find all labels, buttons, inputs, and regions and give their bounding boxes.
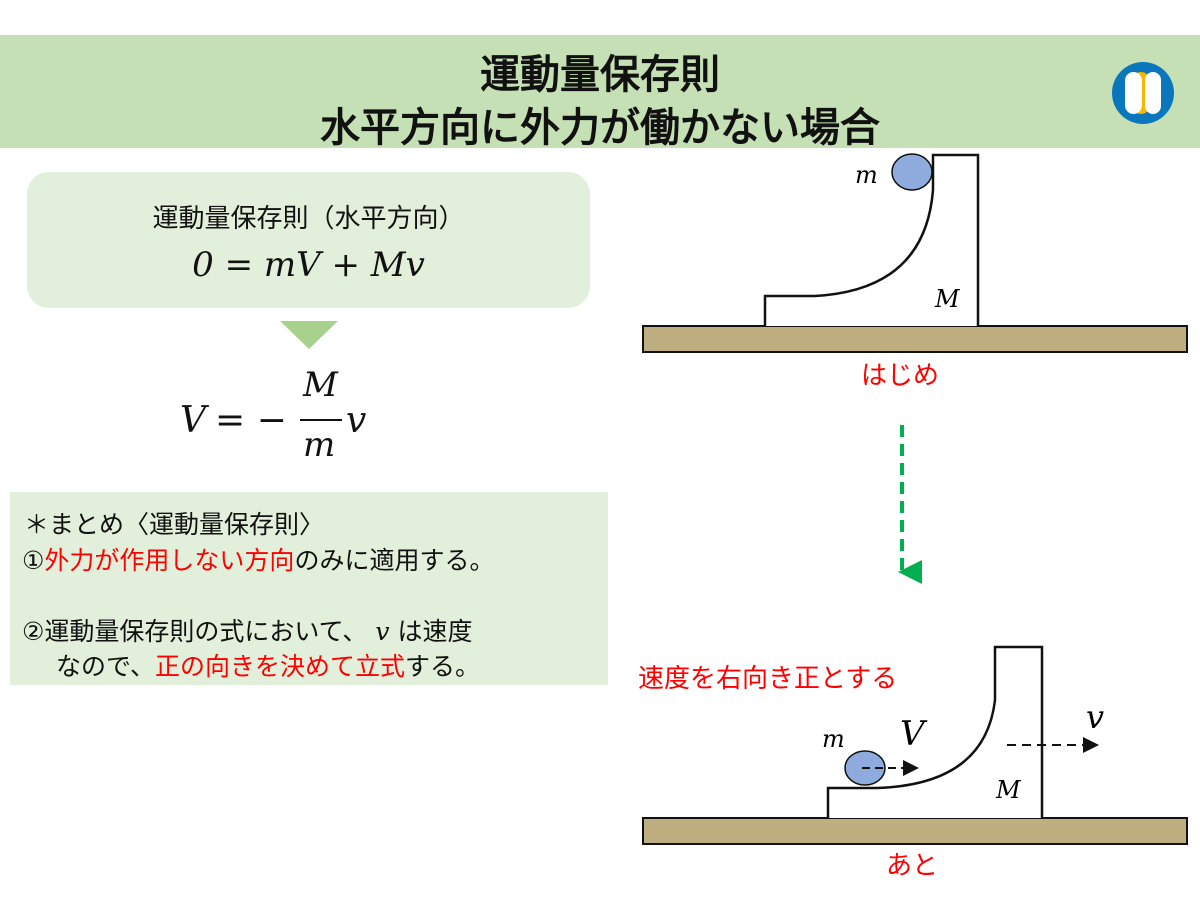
summary-item-2-line-2: なので、正の向きを決めて立式する。 [56,647,480,683]
curved-block-before [763,153,980,326]
item-1-number: ① [22,546,45,575]
caption-before: はじめ [861,361,939,391]
result-eq: = − [215,400,287,441]
ball-velocity-label: V [900,714,928,754]
ground-after [642,817,1188,845]
item-1-suffix: のみに適用する。 [294,546,495,575]
summary-box [10,492,608,685]
fraction-bar [300,419,342,421]
ball-label-before: m [855,161,878,189]
header-band [0,35,1200,148]
result-rhs: v [346,400,367,441]
result-lhs: V [180,400,206,441]
result-numerator: M [303,365,338,405]
diagram-before: m M はじめ [642,153,1188,391]
item-2-line2-a: なので、 [56,652,156,681]
curved-block-after [826,645,1044,818]
item-2-text-b: は速度 [397,617,473,646]
item-2-variable: v [375,617,390,646]
result-denominator: m [303,425,336,465]
sign-convention-note: 速度を右向き正とする [638,664,897,694]
summary-item-1: ①外力が作用しない方向のみに適用する。 [22,541,494,577]
down-triangle-icon [280,321,338,349]
item-2-line2-b: する。 [405,652,481,681]
law-heading: 運動量保存則（水平方向） [152,204,465,234]
item-2-text: ②運動量保存則の式において、 [22,617,368,646]
ball-before [891,153,933,191]
diagram-after: 速度を右向き正とする m V v M あと [638,645,1188,881]
title-line-2: 水平方向に外力が働かない場合 [320,105,880,151]
conservation-law-box [27,172,590,308]
item-1-highlight: 外力が作用しない方向 [44,546,295,575]
item-2-highlight: 正の向きを決めて立式 [155,652,406,681]
title-line-1: 運動量保存則 [480,52,720,98]
block-label-after: M [995,776,1022,804]
law-equation: 0 = mV + Mv [192,245,425,285]
logo-icon [1112,62,1174,124]
summary-heading: ＊まとめ〈運動量保存則〉 [24,510,325,539]
ground-before [642,325,1188,353]
caption-after: あと [886,851,938,881]
block-velocity-label: v [1086,698,1104,736]
block-label-before: M [934,285,961,313]
ball-label-after: m [822,725,845,753]
